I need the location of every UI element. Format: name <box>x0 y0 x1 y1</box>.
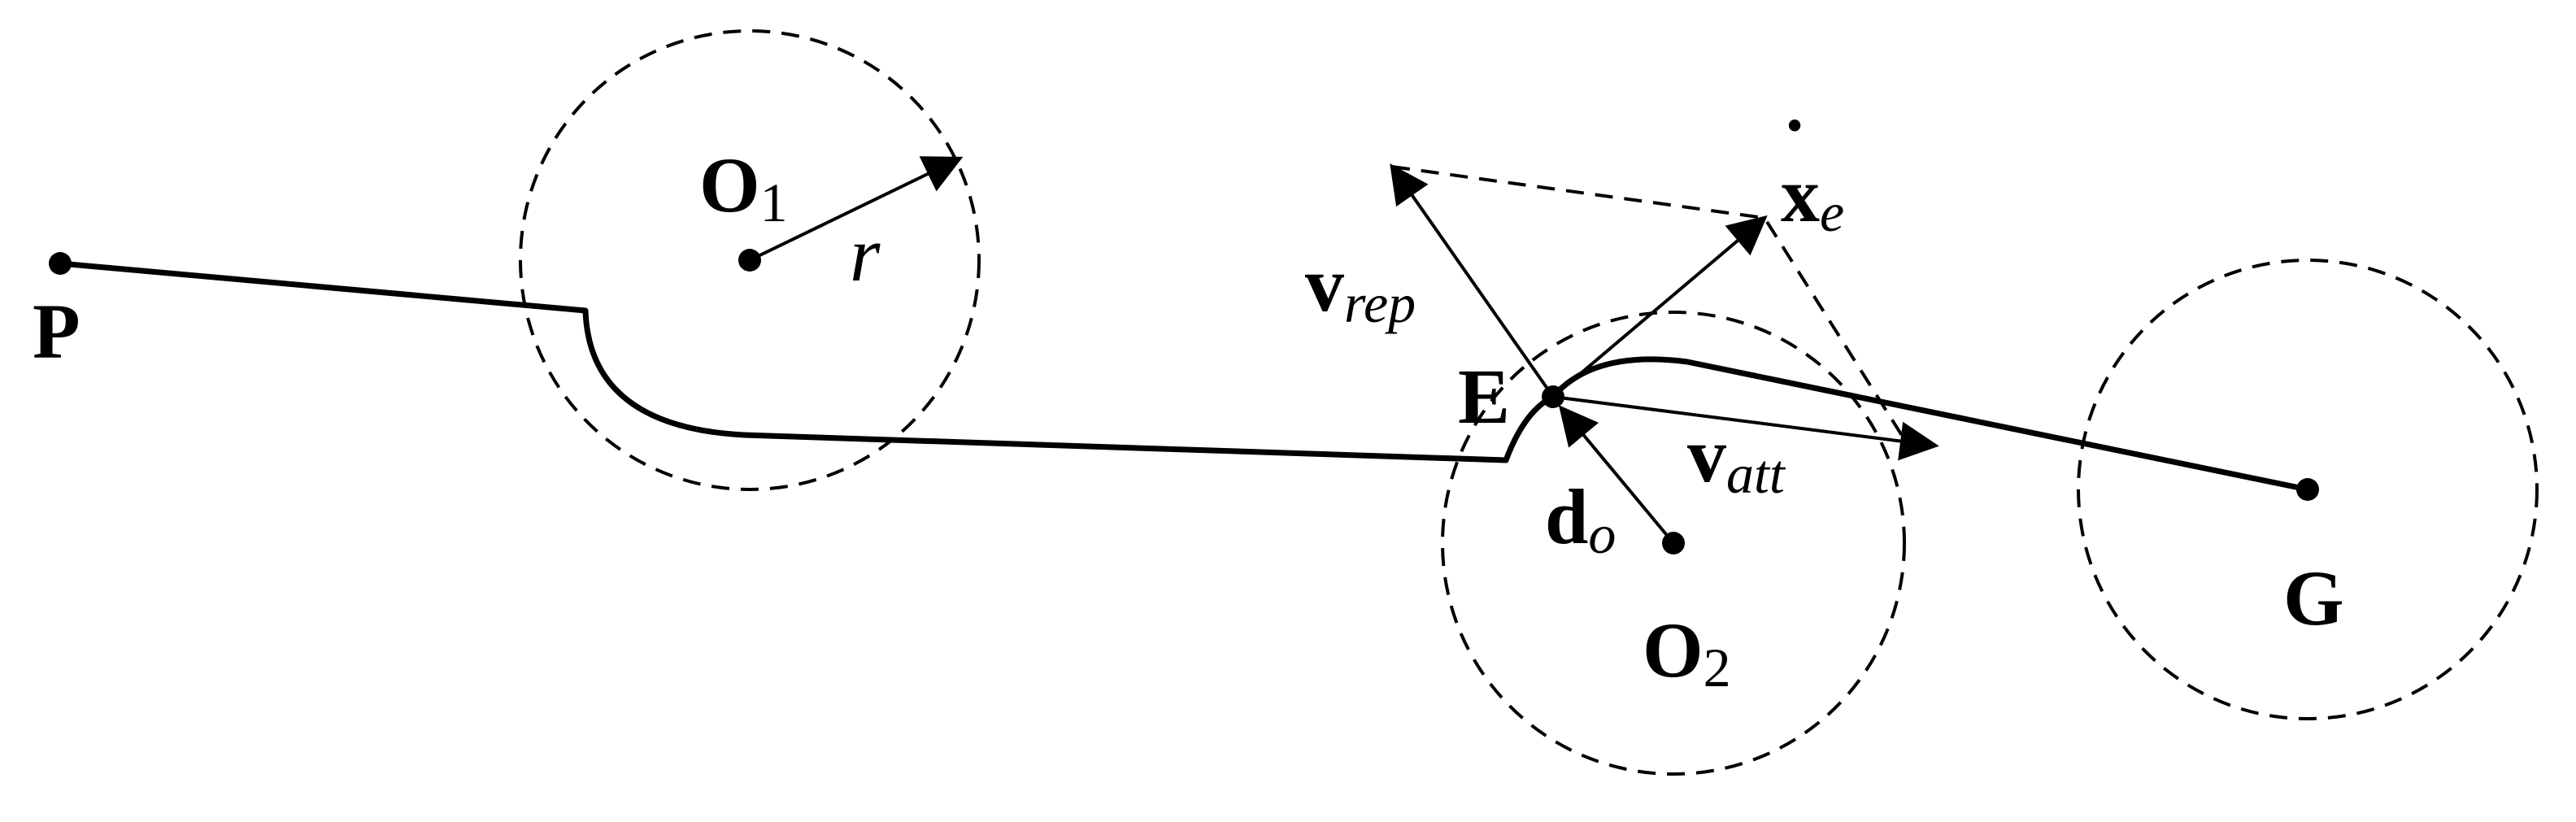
radius-arrow <box>749 156 964 262</box>
point-p <box>49 252 72 275</box>
label-vrep-sub: rep <box>1344 272 1416 334</box>
label-xe: ˙ xe <box>1781 104 1844 243</box>
label-o2: O2 <box>1643 607 1731 698</box>
vatt-arrow <box>1552 395 1939 461</box>
label-o1-sub: 1 <box>760 172 788 233</box>
do-arrow <box>1558 405 1675 545</box>
label-xe-sub: e <box>1820 181 1844 243</box>
label-xe-text: xe <box>1781 151 1844 243</box>
label-do: do <box>1545 473 1616 565</box>
obstacle-circle-o1 <box>519 29 981 491</box>
label-g: G <box>2283 555 2344 642</box>
label-e: E <box>1458 353 1510 440</box>
label-p: P <box>33 288 80 375</box>
label-do-sub: o <box>1588 503 1616 565</box>
point-o1 <box>738 249 761 272</box>
label-vatt-sub: att <box>1726 443 1786 505</box>
label-vrep: vrep <box>1305 241 1416 334</box>
label-o2-sub: 2 <box>1704 637 1731 698</box>
vrep-arrow <box>1390 163 1555 398</box>
robot-path <box>59 260 2308 493</box>
xe-dot-arrow <box>1551 215 1768 398</box>
label-do-base: d <box>1545 473 1588 560</box>
point-o2 <box>1662 532 1685 555</box>
point-g <box>2296 478 2319 501</box>
label-o1: O1 <box>699 141 788 233</box>
goal-circle <box>2077 259 2539 720</box>
obstacle-circle-o2 <box>1441 311 1906 776</box>
point-e <box>1542 385 1564 408</box>
label-vrep-base: v <box>1305 241 1344 328</box>
label-vatt: vatt <box>1687 411 1786 505</box>
label-o2-base: O <box>1643 607 1704 694</box>
label-r: r <box>850 211 881 298</box>
label-xe-base: x <box>1781 151 1820 238</box>
velocity-parallelogram <box>1391 165 1908 445</box>
label-xe-dot: ˙ <box>1782 104 1808 191</box>
label-o1-base: O <box>699 141 760 228</box>
label-vatt-base: v <box>1687 411 1726 498</box>
